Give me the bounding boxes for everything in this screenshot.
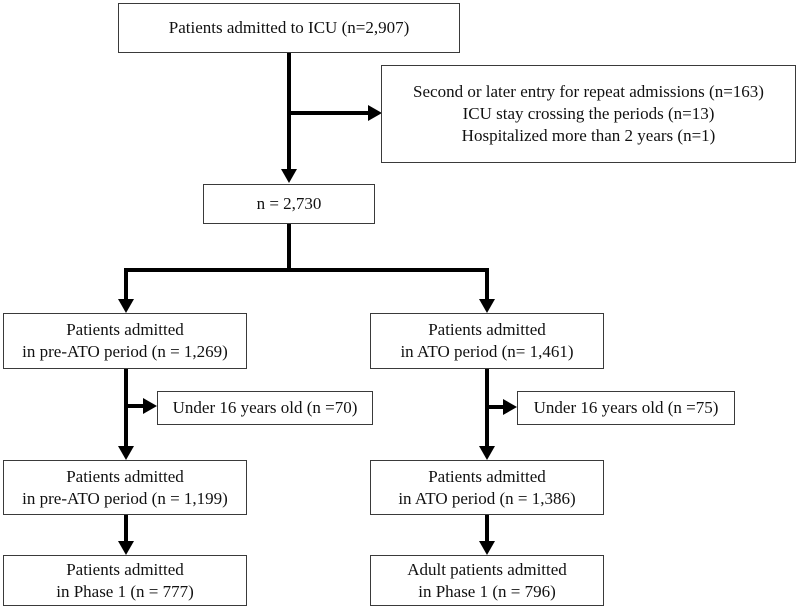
box-admitted-icu: Patients admitted to ICU (n=2,907) bbox=[118, 3, 460, 53]
box-line: in Phase 1 (n = 777) bbox=[56, 581, 194, 601]
box-right-period: Patients admitted in ATO period (n= 1,46… bbox=[370, 313, 604, 369]
arrowhead-exclusion bbox=[368, 105, 382, 121]
box-left-final: Patients admitted in Phase 1 (n = 777) bbox=[3, 555, 247, 606]
arrowhead-left-excluded bbox=[143, 398, 157, 414]
arrowhead-left-remaining bbox=[118, 446, 134, 460]
box-line: Patients admitted bbox=[428, 320, 546, 339]
box-line: Under 16 years old (n =70) bbox=[172, 398, 358, 417]
box-line: in pre-ATO period (n = 1,199) bbox=[22, 488, 228, 508]
arrowhead-right-remaining bbox=[479, 446, 495, 460]
box-line: n = 2,730 bbox=[256, 194, 322, 213]
arrowhead-right-excluded bbox=[503, 399, 517, 415]
box-line: Patients admitted to ICU (n=2,907) bbox=[168, 18, 410, 37]
box-line: Patients admitted bbox=[428, 466, 546, 486]
box-line: Patients admitted bbox=[66, 320, 184, 339]
box-total: n = 2,730 bbox=[203, 184, 375, 224]
box-right-final: Adult patients admitted in Phase 1 (n = … bbox=[370, 555, 604, 606]
arrowhead-right-final bbox=[479, 541, 495, 555]
arrowhead-right-period bbox=[479, 299, 495, 313]
box-line: in pre-ATO period (n = 1,269) bbox=[22, 342, 228, 361]
box-line: Hospitalized more than 2 years (n=1) bbox=[461, 126, 716, 145]
box-left-excluded: Under 16 years old (n =70) bbox=[157, 391, 373, 425]
box-line: ICU stay crossing the periods (n=13) bbox=[462, 104, 715, 123]
arrowhead-left-period bbox=[118, 299, 134, 313]
box-left-remaining: Patients admitted in pre-ATO period (n =… bbox=[3, 460, 247, 515]
box-line: in ATO period (n = 1,386) bbox=[398, 488, 576, 508]
box-line: Patients admitted bbox=[66, 559, 184, 579]
box-exclusions: Second or later entry for repeat admissi… bbox=[381, 65, 796, 163]
box-line: Adult patients admitted bbox=[407, 559, 567, 579]
arrowhead-left-final bbox=[118, 541, 134, 555]
box-line: in ATO period (n= 1,461) bbox=[400, 342, 574, 361]
box-line: in Phase 1 (n = 796) bbox=[418, 581, 556, 601]
box-line: Second or later entry for repeat admissi… bbox=[413, 82, 764, 101]
box-right-excluded: Under 16 years old (n =75) bbox=[517, 391, 735, 425]
box-line: Under 16 years old (n =75) bbox=[533, 398, 719, 417]
arrowhead-total bbox=[281, 169, 297, 183]
box-line: Patients admitted bbox=[66, 466, 184, 486]
box-left-period: Patients admitted in pre-ATO period (n =… bbox=[3, 313, 247, 369]
box-right-remaining: Patients admitted in ATO period (n = 1,3… bbox=[370, 460, 604, 515]
